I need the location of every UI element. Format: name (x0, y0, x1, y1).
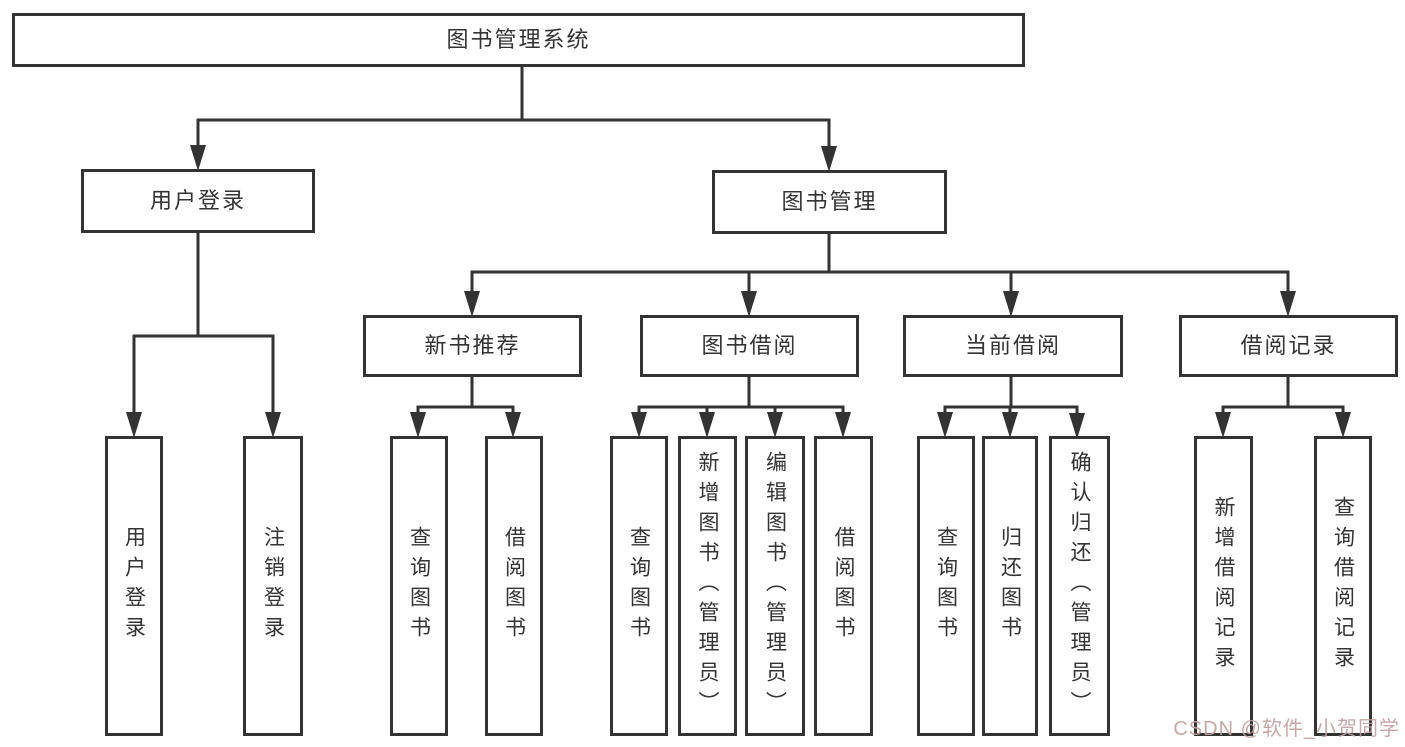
leaf-cb-return-books-label: 归还图书 (998, 526, 1022, 646)
csdn-watermark: CSDN @软件_小贺同学 (1173, 718, 1400, 740)
leaf-bb-add-books-label: 新增图书（管理员） (696, 451, 719, 721)
node-new-book-rec: 新书推荐 (363, 315, 582, 377)
node-current-borrow: 当前借阅 (903, 315, 1123, 377)
leaf-bb-edit-books: 编辑图书（管理员） (745, 436, 805, 736)
leaf-br-add-record: 新增借阅记录 (1194, 436, 1253, 736)
leaf-bb-edit-books-label: 编辑图书（管理员） (763, 451, 787, 721)
leaf-cb-return-books: 归还图书 (982, 436, 1038, 736)
leaf-cb-confirm-return-label: 确认归还（管理员） (1068, 451, 1091, 721)
node-root: 图书管理系统 (12, 13, 1025, 67)
node-book-mgmt: 图书管理 (712, 170, 947, 234)
node-borrow-records: 借阅记录 (1179, 315, 1398, 377)
node-borrow-records-label: 借阅记录 (1240, 333, 1337, 358)
leaf-rec-borrow-books: 借阅图书 (485, 436, 543, 736)
leaf-cb-query-books-label: 查询图书 (934, 526, 958, 646)
leaf-cb-query-books: 查询图书 (917, 436, 975, 736)
leaf-br-query-record-label: 查询借阅记录 (1331, 496, 1355, 676)
node-user-login: 用户登录 (81, 169, 315, 233)
leaf-rec-borrow-books-label: 借阅图书 (502, 526, 526, 646)
leaf-br-query-record: 查询借阅记录 (1314, 436, 1372, 736)
node-book-borrow-label: 图书借阅 (701, 333, 798, 358)
node-current-borrow-label: 当前借阅 (964, 333, 1061, 358)
node-book-mgmt-label: 图书管理 (781, 189, 878, 214)
leaf-br-add-record-label: 新增借阅记录 (1212, 496, 1235, 676)
node-root-label: 图书管理系统 (446, 27, 591, 52)
leaf-user-login-label: 用户登录 (122, 526, 146, 646)
leaf-rec-query-books-label: 查询图书 (407, 526, 431, 646)
node-book-borrow: 图书借阅 (640, 315, 859, 377)
leaf-bb-query-books-label: 查询图书 (627, 526, 651, 646)
leaf-logout: 注销登录 (243, 436, 303, 736)
leaf-user-login: 用户登录 (105, 436, 163, 736)
node-user-login-label: 用户登录 (149, 188, 246, 213)
leaf-bb-borrow-books: 借阅图书 (814, 436, 873, 736)
leaf-bb-query-books: 查询图书 (610, 436, 668, 736)
leaf-cb-confirm-return: 确认归还（管理员） (1049, 436, 1110, 736)
leaf-bb-add-books: 新增图书（管理员） (678, 436, 737, 736)
node-new-book-rec-label: 新书推荐 (424, 333, 521, 358)
leaf-bb-borrow-books-label: 借阅图书 (832, 526, 855, 646)
leaf-logout-label: 注销登录 (261, 526, 285, 646)
leaf-rec-query-books: 查询图书 (390, 436, 448, 736)
